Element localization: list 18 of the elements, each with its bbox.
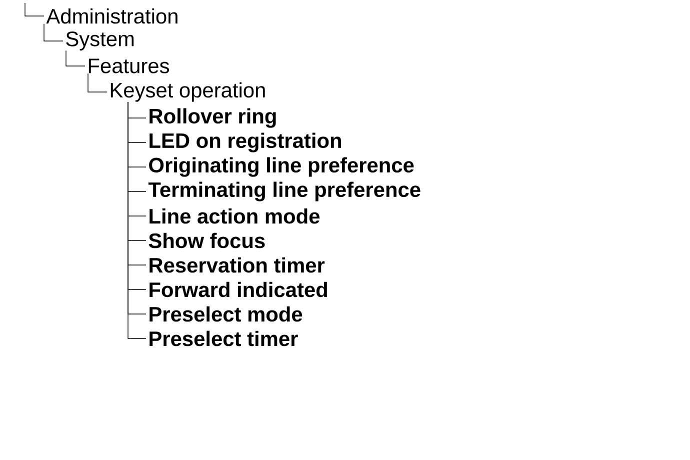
- tree-item: Originating line preference: [149, 157, 414, 177]
- tree-item: Administration: [46, 8, 178, 24]
- tree-connector: [88, 73, 108, 92]
- tree-item: LED on registration: [150, 132, 342, 152]
- tree-item: Terminating line preference: [148, 182, 420, 202]
- tree-item: Preselect timer: [150, 330, 298, 346]
- tree-item: Show focus: [148, 232, 265, 248]
- tree-item: Line action mode: [150, 208, 320, 224]
- tree-item: Forward indicated: [150, 282, 327, 298]
- tree-connector: [24, 2, 44, 16]
- tree-item: Reservation timer: [150, 257, 325, 273]
- tree-item: Features: [88, 58, 169, 74]
- tree-item: Rollover ring: [150, 108, 276, 128]
- tree-item: System: [66, 32, 134, 50]
- tree-connector: [44, 24, 64, 42]
- tree-connector: [66, 50, 86, 66]
- tree-item: Preselect mode: [150, 306, 302, 322]
- tree-item: Keyset operation: [110, 82, 265, 102]
